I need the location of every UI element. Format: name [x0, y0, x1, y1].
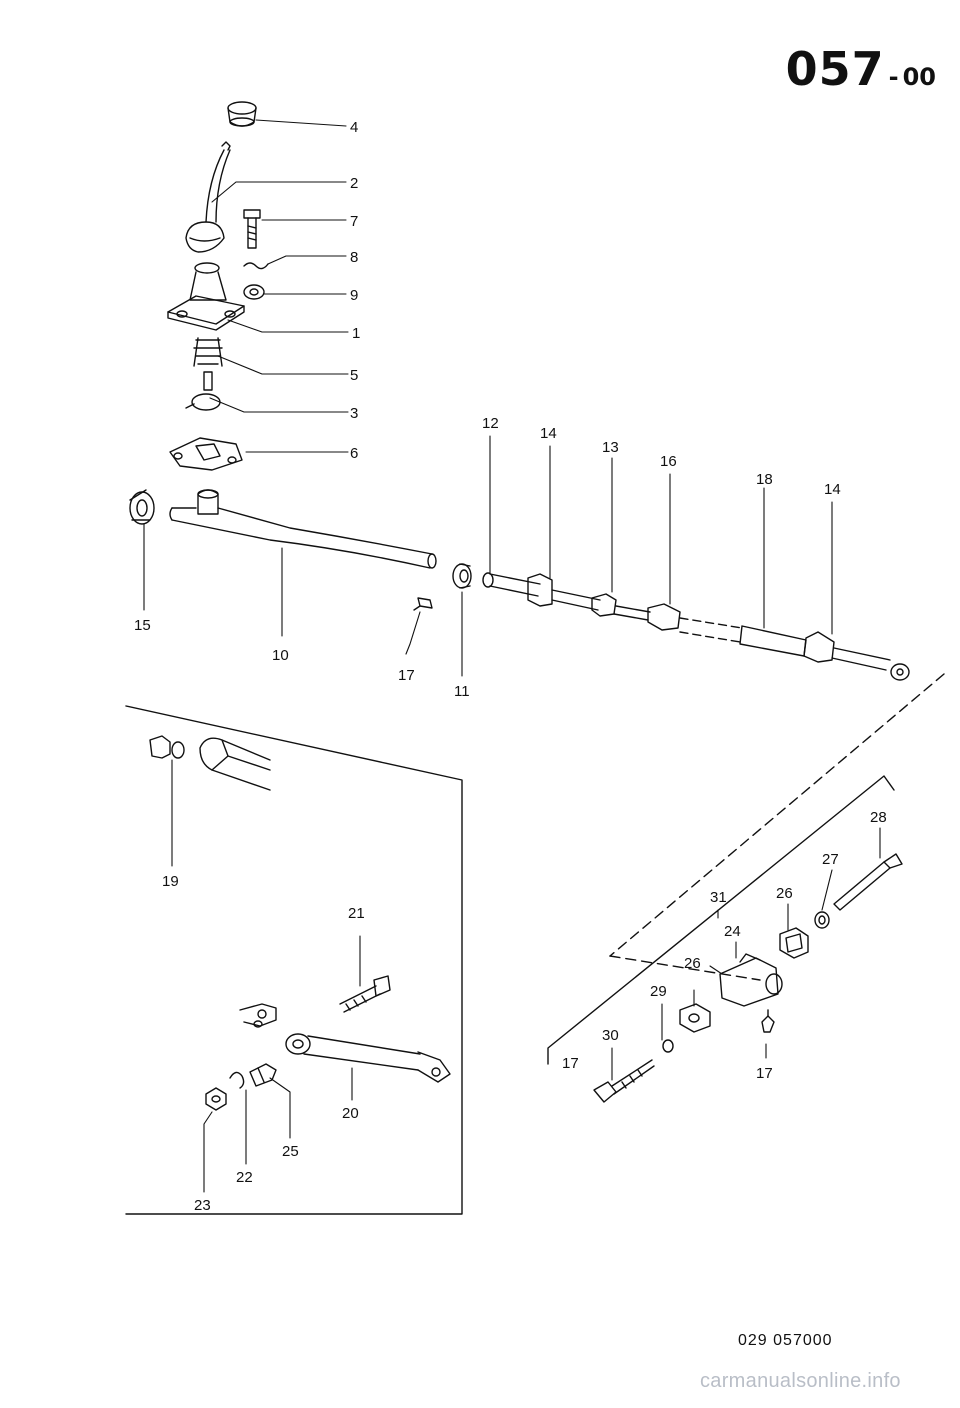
gear-lever-part [205, 141, 231, 223]
selector-lever-part [285, 1033, 451, 1083]
clip-part [149, 735, 185, 759]
bushing-part [452, 563, 472, 589]
callout-18: 18 [756, 471, 773, 488]
callout-31: 31 [710, 889, 727, 906]
callout-17-upper: 17 [398, 667, 415, 684]
shift-finger-part [185, 371, 221, 411]
rubber-grommet-part [129, 489, 155, 525]
lever-boot-part [185, 221, 225, 253]
reference-number: 029 057000 [738, 1332, 833, 1349]
callout-8: 8 [350, 249, 358, 266]
bolt-part [243, 209, 261, 249]
callout-29: 29 [650, 983, 667, 1000]
rubber-mount-upper-part [779, 927, 809, 959]
washer-small-part [662, 1039, 674, 1053]
shift-tube-part [169, 489, 437, 569]
screw-small-part [413, 597, 433, 611]
callout-15: 15 [134, 617, 151, 634]
callout-26-lower: 26 [684, 955, 701, 972]
callout-17-inset-left: 17 [562, 1055, 579, 1072]
callout-3: 3 [350, 405, 358, 422]
screw-small-lower-part [761, 1009, 775, 1033]
inset-frame-left [125, 705, 463, 1215]
nut-part [205, 1087, 227, 1111]
callout-20: 20 [342, 1105, 359, 1122]
spring-part [193, 337, 223, 367]
callout-4: 4 [350, 119, 358, 136]
callout-24: 24 [724, 923, 741, 940]
bracket-part [239, 1003, 277, 1028]
adjuster-block-part [719, 953, 783, 1007]
callout-30: 30 [602, 1027, 619, 1044]
callout-10: 10 [272, 647, 289, 664]
callout-14-right: 14 [824, 481, 841, 498]
o-ring-part [814, 911, 830, 929]
shift-rod-part [482, 572, 910, 681]
callout-12: 12 [482, 415, 499, 432]
page-suffix: 00 [902, 63, 936, 91]
adjuster-rod-part [833, 853, 903, 911]
circlip-part [229, 1071, 245, 1089]
washer-part [243, 284, 265, 300]
callout-7: 7 [350, 213, 358, 230]
wood-screw-part [593, 1059, 655, 1103]
callout-5: 5 [350, 367, 358, 384]
callout-9: 9 [350, 287, 358, 304]
callout-26-upper: 26 [776, 885, 793, 902]
inset-frame-right [609, 673, 945, 981]
callout-23: 23 [194, 1197, 211, 1214]
inset-frame-right-solid [547, 775, 895, 1065]
footer-watermark-link[interactable]: carmanualsonline.info [700, 1370, 901, 1392]
callout-17-inset-right: 17 [756, 1065, 773, 1082]
callout-1: 1 [352, 325, 360, 342]
callout-27: 27 [822, 851, 839, 868]
lever-knob-part [227, 101, 257, 127]
lever-housing-part [167, 262, 245, 331]
callout-11: 11 [454, 683, 470, 700]
callout-19: 19 [162, 873, 179, 890]
rod-end-part [199, 737, 271, 791]
callout-28: 28 [870, 809, 887, 826]
callout-6: 6 [350, 445, 358, 462]
rubber-mount-lower-part [679, 1003, 711, 1033]
stop-plate-part [169, 437, 243, 471]
spring-washer-part [243, 262, 269, 270]
callout-21: 21 [348, 905, 365, 922]
page-code: 057 [785, 42, 885, 96]
callout-16: 16 [660, 453, 677, 470]
callout-22: 22 [236, 1169, 253, 1186]
callout-2: 2 [350, 175, 358, 192]
callout-25: 25 [282, 1143, 299, 1160]
bushing-small-part [249, 1063, 277, 1087]
page-code-header: 057-00 [785, 42, 936, 96]
bolt-long-part [339, 975, 391, 1013]
callout-13: 13 [602, 439, 619, 456]
callout-14-left: 14 [540, 425, 557, 442]
